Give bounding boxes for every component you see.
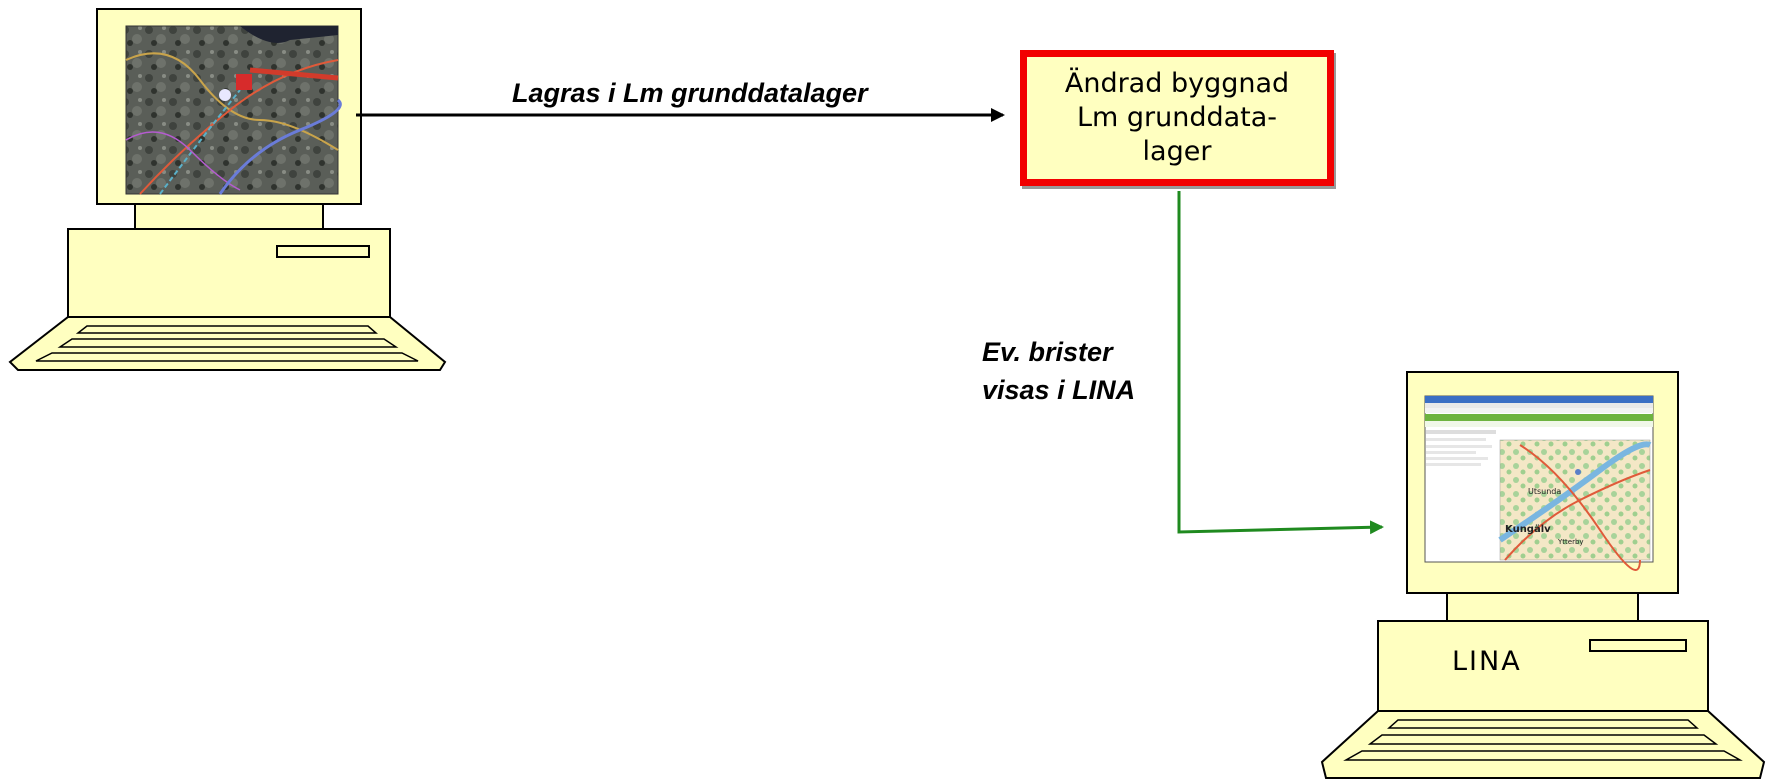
monitor-right-neck [1446,592,1639,622]
case-right [1377,620,1709,712]
drive-slot-left [276,245,370,258]
keyboard-left-row-1 [75,325,378,334]
monitor-left-neck [134,203,324,230]
case-left [67,228,391,318]
keyboard-right-row-3 [1343,750,1743,761]
computer-right: Utsunda Kungälv Ytterby [1320,371,1766,779]
store-label: Lagras i Lm grunddatalager [512,78,868,108]
arrow-issues [1177,191,1384,535]
issues-label-line-1: Ev. brister [982,337,1113,367]
node-line-3: lager [1142,136,1212,167]
monitor-right-screen: Utsunda Kungälv Ytterby [1424,395,1654,571]
keyboard-left-row-3 [35,352,419,362]
issues-label: Ev. brister visas i LINA [982,333,1135,409]
monitor-left-screen [125,25,342,195]
map-place-1: Utsunda [1528,487,1561,496]
keyboard-right-row-1 [1387,719,1699,729]
node-line-2: Lm grunddata- [1076,102,1278,133]
changed-building-node: Ändrad byggnad Lm grunddata- lager [1020,50,1334,186]
drive-slot-right [1589,639,1687,652]
lina-case-label: LINA [1452,646,1522,677]
map-place-3: Ytterby [1557,538,1584,546]
node-line-1: Ändrad byggnad [1064,68,1290,99]
map-place-2: Kungälv [1505,524,1551,535]
computer-left [8,8,447,371]
issues-label-line-2: visas i LINA [982,375,1136,405]
keyboard-right-row-2 [1367,734,1719,745]
keyboard-left-row-2 [57,338,399,348]
